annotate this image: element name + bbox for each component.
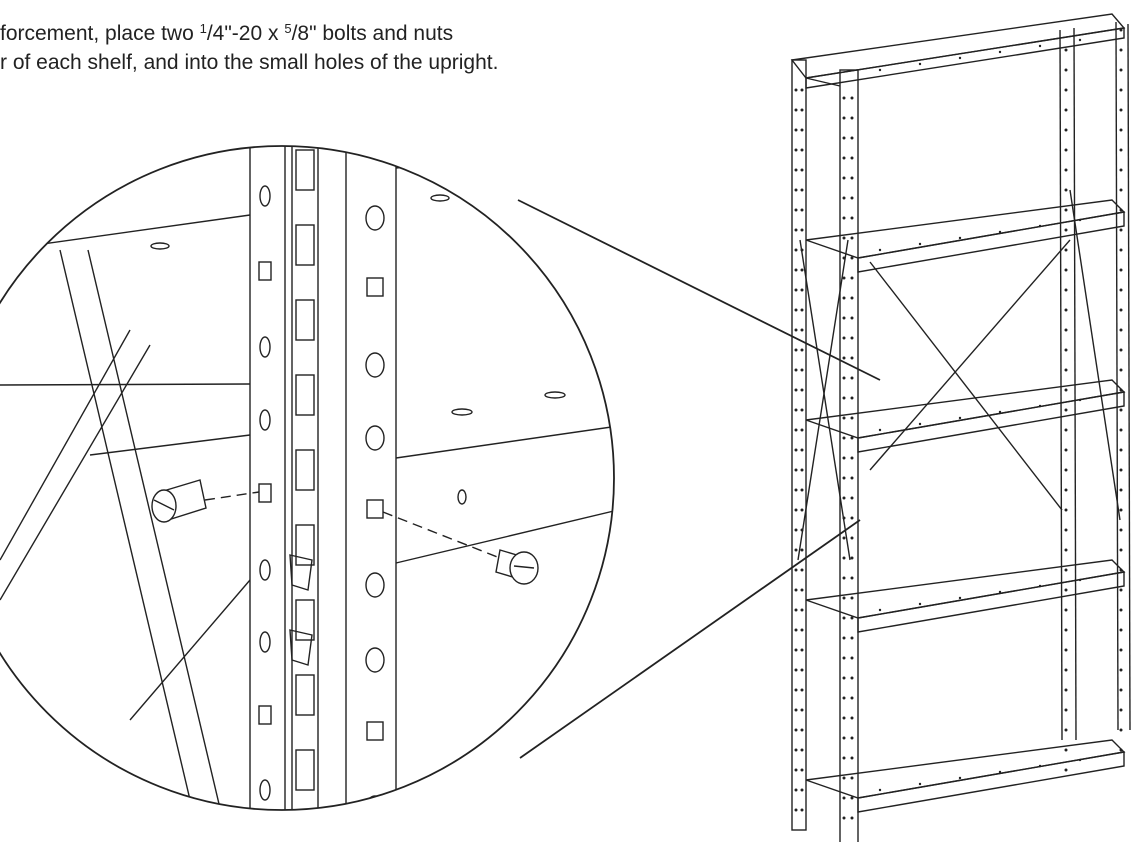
back-brace	[869, 239, 1071, 471]
side-brace	[799, 239, 851, 561]
bolt-guide-line	[204, 491, 260, 501]
instruction-text: forcement, place two 1/4"-20 x 5/8" bolt…	[0, 14, 640, 77]
shelf-edge	[395, 419, 614, 459]
instruction-line-1: forcement, place two 1/4"-20 x 5/8" bolt…	[0, 21, 454, 45]
cross-brace	[0, 329, 131, 561]
shelf-clip	[289, 554, 313, 591]
cross-brace	[0, 344, 151, 601]
shelf-edge	[89, 434, 251, 456]
shelf-4-edge	[857, 751, 1125, 813]
shelf-2-edge	[857, 391, 1125, 453]
upright-join	[805, 77, 841, 87]
shelf-edge	[395, 499, 614, 564]
back-brace	[869, 261, 1063, 511]
fraction-numerator: 5	[284, 21, 292, 36]
upright-hole-dots	[794, 28, 1123, 820]
bolt-left	[151, 479, 207, 523]
upright-square-slots	[258, 149, 384, 791]
bolt-right	[495, 549, 539, 585]
shelf-hole	[544, 391, 566, 399]
shelf-hole-dots	[878, 38, 1082, 792]
shelf-hole	[457, 489, 467, 505]
zoom-detail	[0, 145, 881, 811]
side-brace	[797, 239, 849, 561]
back-brace	[1069, 189, 1121, 521]
shelf-clip	[289, 629, 313, 666]
back-upright	[1059, 29, 1063, 741]
shelf-hole	[150, 242, 170, 250]
back-upright	[1127, 23, 1131, 731]
upright-round-holes	[259, 185, 385, 810]
front-upright-left	[791, 59, 807, 831]
zoom-connector-top	[517, 199, 881, 381]
cross-brace	[59, 249, 201, 810]
bolt-guide-line	[382, 511, 506, 561]
shelf-1-edge	[857, 211, 1125, 273]
shelf-3-edge	[857, 571, 1125, 633]
shelf-edge	[0, 214, 251, 251]
shelf-hole	[451, 408, 473, 416]
cross-brace	[129, 579, 251, 721]
zoom-circle	[0, 145, 615, 811]
back-upright	[1073, 27, 1077, 741]
shelf-edge	[0, 383, 251, 386]
shelf-hole	[430, 194, 450, 202]
cross-brace	[87, 249, 229, 810]
top-shelf-edge	[805, 27, 1125, 89]
fraction-numerator: 1	[199, 21, 207, 36]
shelving-unit	[790, 13, 1131, 842]
shelf-2	[805, 379, 1126, 439]
zoom-connector-bottom	[519, 519, 861, 759]
back-upright	[1115, 21, 1119, 731]
shelf-4	[805, 739, 1126, 799]
instruction-line-2: r of each shelf, and into the small hole…	[0, 51, 499, 74]
front-upright-right	[839, 69, 859, 842]
shelf-edge	[395, 146, 614, 169]
